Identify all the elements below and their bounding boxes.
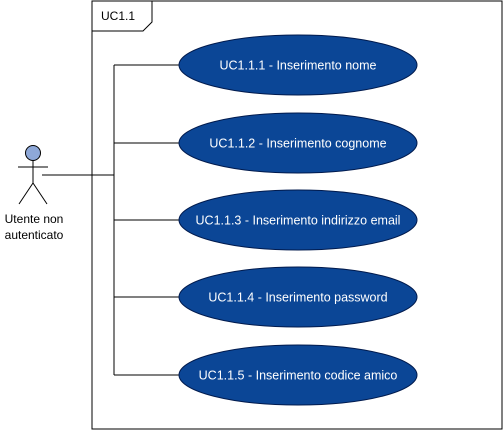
system-boundary-rect	[91, 0, 503, 430]
use-case-label: UC1.1.2 - Inserimento cognome	[209, 137, 386, 151]
use-case-label: UC1.1.1 - Inserimento nome	[219, 59, 376, 73]
actor-right-leg	[32, 182, 48, 205]
actor[interactable]: Utente non autenticato	[5, 145, 64, 243]
use-case-3[interactable]: UC1.1.3 - Inserimento indirizzo email	[178, 189, 418, 251]
frame-title-tab	[92, 1, 153, 32]
connectors	[42, 64, 180, 376]
use-case-ellipse	[178, 344, 418, 406]
use-case-label: UC1.1.5 - Inserimento codice amico	[199, 369, 398, 383]
actor-label-line2: autenticato	[5, 228, 64, 242]
use-case-2[interactable]: UC1.1.2 - Inserimento cognome	[178, 112, 418, 174]
use-case-label: UC1.1.4 - Inserimento password	[208, 291, 387, 305]
actor-left-leg	[18, 182, 34, 205]
use-case-ellipse	[178, 112, 418, 174]
actor-label-line1: Utente non	[5, 212, 64, 226]
use-case-ellipse	[178, 189, 418, 251]
use-case-ellipse	[178, 34, 418, 96]
use-case-label: UC1.1.3 - Inserimento indirizzo email	[196, 214, 401, 228]
use-case-4[interactable]: UC1.1.4 - Inserimento password	[178, 266, 418, 328]
actor-head	[25, 145, 41, 161]
use-case-1[interactable]: UC1.1.1 - Inserimento nome	[178, 34, 418, 96]
system-boundary: UC1.1	[91, 0, 503, 430]
frame-title: UC1.1	[101, 9, 135, 23]
use-case-5[interactable]: UC1.1.5 - Inserimento codice amico	[178, 344, 418, 406]
use-case-ellipse	[178, 266, 418, 328]
